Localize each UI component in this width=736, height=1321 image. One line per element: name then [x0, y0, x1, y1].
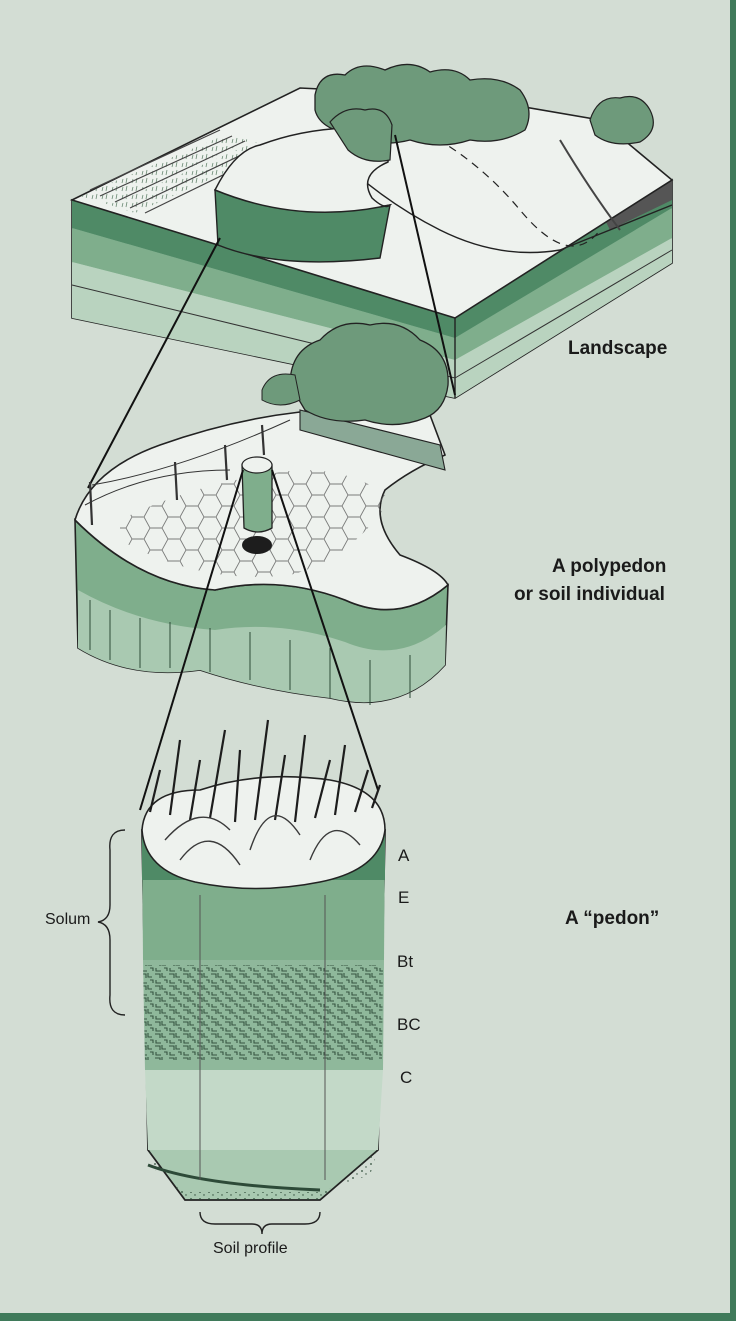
solum-brace: [98, 830, 125, 1015]
pedon-label: A “pedon”: [565, 908, 659, 930]
horizon-label-a: A: [398, 846, 409, 866]
landscape-label: Landscape: [568, 338, 667, 360]
polypedon-label-line1: A polypedon: [552, 556, 666, 578]
pedon-column: [142, 720, 385, 1200]
solum-label: Solum: [45, 911, 90, 929]
soil-profile-brace: [200, 1212, 320, 1234]
polypedon-label-line2: or soil individual: [514, 584, 665, 606]
horizon-label-e: E: [398, 888, 409, 908]
soil-profile-label: Soil profile: [213, 1240, 288, 1258]
horizon-label-bc: BC: [397, 1015, 421, 1035]
horizon-label-c: C: [400, 1068, 412, 1088]
polypedon-slab: [75, 323, 448, 705]
horizon-label-bt: Bt: [397, 952, 413, 972]
